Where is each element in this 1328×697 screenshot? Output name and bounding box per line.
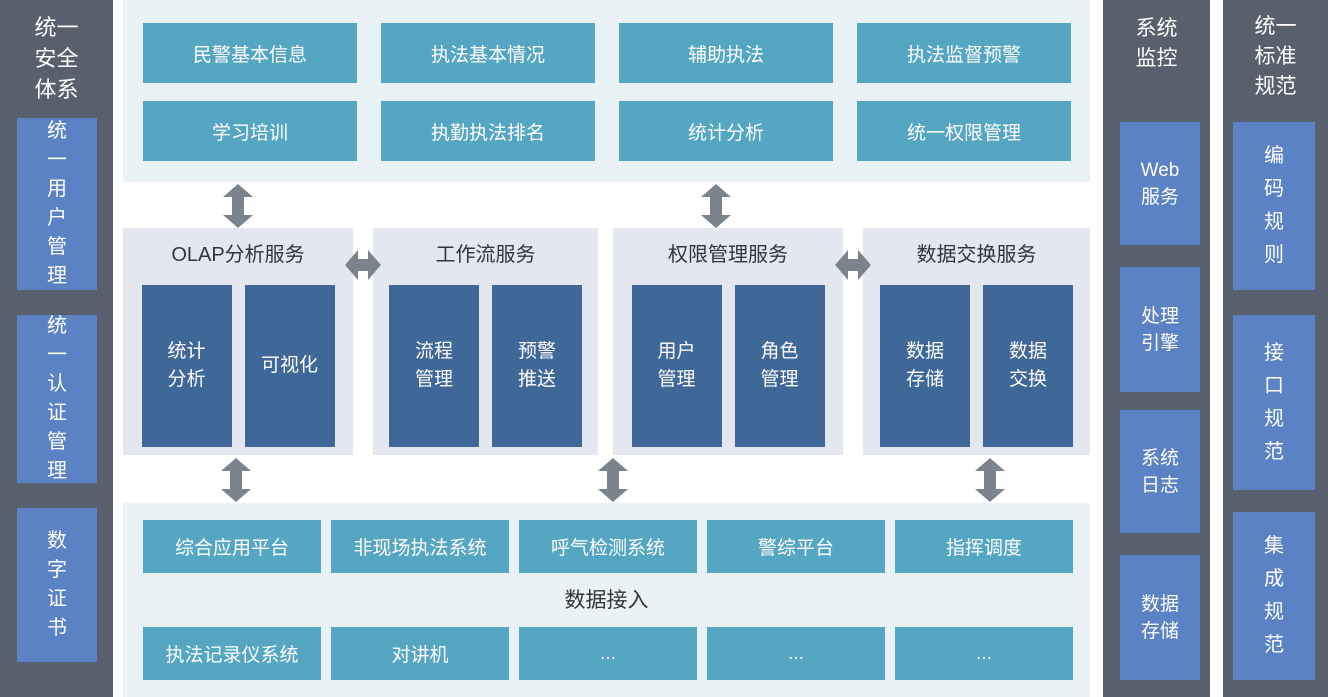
standards-item-interface-standard: 接 口 规 范 xyxy=(1233,315,1315,490)
security-sidebar: 统一 安全 体系 统 一 用 户 管 理 统 一 认 证 管 理 数 字 证 书 xyxy=(0,0,113,697)
horizontal-double-arrow-icon xyxy=(835,250,871,280)
monitor-item-data-storage: 数据 存储 xyxy=(1120,555,1200,680)
service-panel-workflow: 工作流服务 流程 管理 预警 推送 xyxy=(373,228,598,455)
device-box-more: ... xyxy=(895,627,1073,680)
app-module-supervision-warning: 执法监督预警 xyxy=(857,23,1071,83)
service-item-process-management: 流程 管理 xyxy=(389,285,479,447)
service-item-role-management: 角色 管理 xyxy=(734,285,825,447)
source-box-offsite-enforcement: 非现场执法系统 xyxy=(331,520,509,573)
application-layer-panel: 民警基本信息 执法基本情况 辅助执法 执法监督预警 学习培训 执勤执法排名 统计… xyxy=(123,0,1090,182)
service-layer: OLAP分析服务 统计 分析 可视化 工作流服务 流程 管理 预警 推送 权限管… xyxy=(123,228,1090,455)
source-box-comprehensive-platform: 综合应用平台 xyxy=(143,520,321,573)
app-module-duty-ranking: 执勤执法排名 xyxy=(381,101,595,161)
device-row: 执法记录仪系统 对讲机 ... ... ... xyxy=(143,627,1073,680)
app-module-learning-training: 学习培训 xyxy=(143,101,357,161)
data-access-panel: 综合应用平台 非现场执法系统 呼气检测系统 警综平台 指挥调度 数据接入 执法记… xyxy=(123,503,1090,697)
service-title: 数据交换服务 xyxy=(916,244,1037,266)
service-item-warning-push: 预警 推送 xyxy=(492,285,582,447)
service-item-visualization: 可视化 xyxy=(244,285,335,447)
service-panel-olap: OLAP分析服务 统计 分析 可视化 xyxy=(123,228,353,455)
security-item-digital-certificate: 数 字 证 书 xyxy=(17,508,97,662)
app-module-enforcement-basic: 执法基本情况 xyxy=(381,23,595,83)
service-title: 权限管理服务 xyxy=(668,244,788,266)
vertical-double-arrow-icon xyxy=(701,184,731,228)
source-systems-row: 综合应用平台 非现场执法系统 呼气检测系统 警综平台 指挥调度 xyxy=(143,520,1073,573)
source-box-police-platform: 警综平台 xyxy=(707,520,885,573)
device-box-body-camera: 执法记录仪系统 xyxy=(143,627,321,680)
standards-column: 统一 标准 规范 编 码 规 则 接 口 规 范 集 成 规 范 xyxy=(1223,0,1328,697)
monitor-item-system-log: 系统 日志 xyxy=(1120,410,1200,533)
service-panel-data-exchange: 数据交换服务 数据 存储 数据 交换 xyxy=(863,228,1090,455)
monitor-item-web-service: Web 服务 xyxy=(1120,122,1200,245)
app-module-assisted-enforcement: 辅助执法 xyxy=(619,23,833,83)
service-item-data-exchange: 数据 交换 xyxy=(983,285,1073,447)
main-diagram-area: 民警基本信息 执法基本情况 辅助执法 执法监督预警 学习培训 执勤执法排名 统计… xyxy=(123,0,1090,697)
security-sidebar-title: 统一 安全 体系 xyxy=(34,15,79,102)
service-item-data-storage: 数据 存储 xyxy=(880,285,970,447)
data-access-title: 数据接入 xyxy=(564,589,649,612)
service-item-statistics: 统计 分析 xyxy=(141,285,232,447)
security-item-auth-management: 统 一 认 证 管 理 xyxy=(17,315,97,483)
vertical-double-arrow-icon xyxy=(221,458,251,502)
standards-column-title: 统一 标准 规范 xyxy=(1254,15,1297,98)
vertical-double-arrow-icon xyxy=(223,184,253,228)
app-module-statistics-analysis: 统计分析 xyxy=(619,101,833,161)
service-title: OLAP分析服务 xyxy=(171,244,305,266)
source-box-command-dispatch: 指挥调度 xyxy=(895,520,1073,573)
standards-item-coding-rules: 编 码 规 则 xyxy=(1233,122,1315,290)
device-box-intercom: 对讲机 xyxy=(331,627,509,680)
device-box-more: ... xyxy=(707,627,885,680)
standards-item-integration-standard: 集 成 规 范 xyxy=(1233,512,1315,680)
app-module-permission-management: 统一权限管理 xyxy=(857,101,1071,161)
vertical-double-arrow-icon xyxy=(598,458,628,502)
service-item-user-management: 用户 管理 xyxy=(631,285,722,447)
security-item-user-management: 统 一 用 户 管 理 xyxy=(17,118,97,290)
service-panel-permission: 权限管理服务 用户 管理 角色 管理 xyxy=(613,228,843,455)
monitor-column: 系统 监控 Web 服务 处理 引擎 系统 日志 数据 存储 xyxy=(1103,0,1210,697)
device-box-more: ... xyxy=(519,627,697,680)
source-box-breath-test: 呼气检测系统 xyxy=(519,520,697,573)
app-module-police-basic-info: 民警基本信息 xyxy=(143,23,357,83)
monitor-column-title: 系统 监控 xyxy=(1135,17,1178,70)
vertical-double-arrow-icon xyxy=(975,458,1005,502)
horizontal-double-arrow-icon xyxy=(345,250,381,280)
monitor-item-processing-engine: 处理 引擎 xyxy=(1120,267,1200,392)
service-title: 工作流服务 xyxy=(435,244,536,266)
